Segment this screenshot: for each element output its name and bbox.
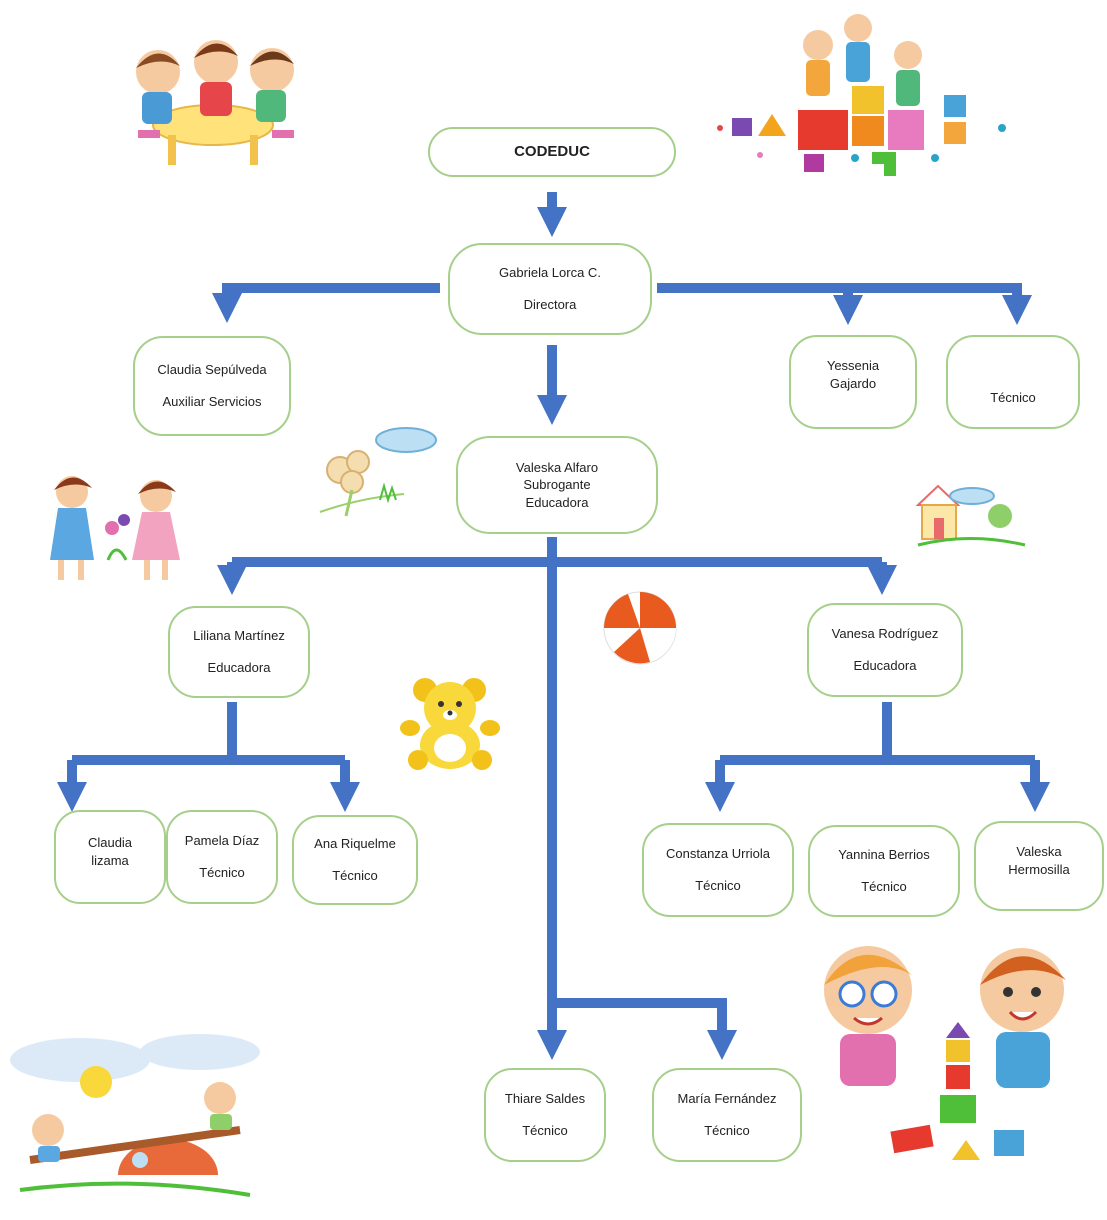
right-team-member-2-role: Técnico — [861, 879, 907, 894]
auxiliar-node: Claudia Sepúlveda Auxiliar Servicios — [133, 336, 291, 436]
right-team-member-1-role: Técnico — [695, 878, 741, 893]
tecnico-role: Técnico — [990, 390, 1036, 406]
director-role: Directora — [523, 297, 577, 312]
beach-ball-illustration — [603, 591, 677, 665]
left-team-member-1: Claudia lizama — [54, 810, 166, 904]
left-team-member-2: Pamela Díaz Técnico — [166, 810, 278, 904]
educadora-left-node: Liliana Martínez Educadora — [168, 606, 310, 698]
toy-blocks-illustration — [717, 14, 1006, 176]
left-team-member-3-name: Ana Riquelme — [314, 836, 396, 852]
flower-drawing-illustration — [319, 427, 437, 517]
educadora-left-role: Educadora — [207, 660, 271, 675]
educadora-right-node: Vanesa Rodríguez Educadora — [807, 603, 963, 697]
left-team-member-2-role: Técnico — [199, 865, 245, 880]
bottom-team-member-2-role: Técnico — [704, 1123, 750, 1138]
educadora-right-name: Vanesa Rodríguez — [831, 626, 939, 642]
kids-drawing-table-illustration — [136, 40, 294, 165]
codeduc-node: CODEDUC — [428, 127, 676, 177]
bottom-team-member-1-name: Thiare Saldes — [504, 1091, 586, 1107]
educadora-left-name: Liliana Martínez — [193, 628, 285, 644]
yessenia-name: Yessenia Gajardo — [826, 358, 880, 391]
subrogante-node: Valeska Alfaro Subrogante Educadora — [456, 436, 658, 534]
subrogante-name: Valeska Alfaro — [515, 459, 599, 475]
yessenia-node: Yessenia Gajardo — [789, 335, 917, 429]
director-name: Gabriela Lorca C. — [499, 265, 601, 281]
tecnico-node: Técnico — [946, 335, 1080, 429]
left-team-member-3-role: Técnico — [332, 868, 378, 883]
educadora-right-role: Educadora — [853, 658, 917, 673]
left-team-member-3: Ana Riquelme Técnico — [292, 815, 418, 905]
right-team-member-2-name: Yannina Berrios — [838, 847, 930, 863]
house-drawing-illustration — [915, 484, 1026, 547]
right-team-member-3-name: Valeska Hermosilla — [1008, 844, 1070, 877]
bottom-team-member-1-role: Técnico — [522, 1123, 568, 1138]
left-team-member-1-name: Claudia lizama — [87, 835, 133, 868]
auxiliar-role: Auxiliar Servicios — [162, 394, 262, 409]
girls-painting-illustration — [50, 476, 180, 580]
subrogante-title: Subrogante — [523, 477, 591, 493]
right-team-member-1: Constanza Urriola Técnico — [642, 823, 794, 917]
right-team-member-1-name: Constanza Urriola — [665, 846, 771, 862]
teddy-bear-illustration — [400, 678, 500, 770]
right-team-member-2: Yannina Berrios Técnico — [808, 825, 960, 917]
right-team-member-3: Valeska Hermosilla — [974, 821, 1104, 911]
subrogante-role: Educadora — [525, 494, 589, 510]
kids-playing-blocks-illustration — [824, 946, 1066, 1160]
director-node: Gabriela Lorca C. Directora — [448, 243, 652, 335]
seesaw-playground-illustration — [10, 1034, 260, 1197]
connector-lines — [57, 192, 1050, 1060]
bottom-team-member-2-name: María Fernández — [677, 1091, 777, 1107]
auxiliar-name: Claudia Sepúlveda — [157, 362, 267, 378]
left-team-member-2-name: Pamela Díaz — [184, 833, 260, 849]
codeduc-name: CODEDUC — [514, 142, 590, 160]
bottom-team-member-1: Thiare Saldes Técnico — [484, 1068, 606, 1162]
bottom-team-member-2: María Fernández Técnico — [652, 1068, 802, 1162]
